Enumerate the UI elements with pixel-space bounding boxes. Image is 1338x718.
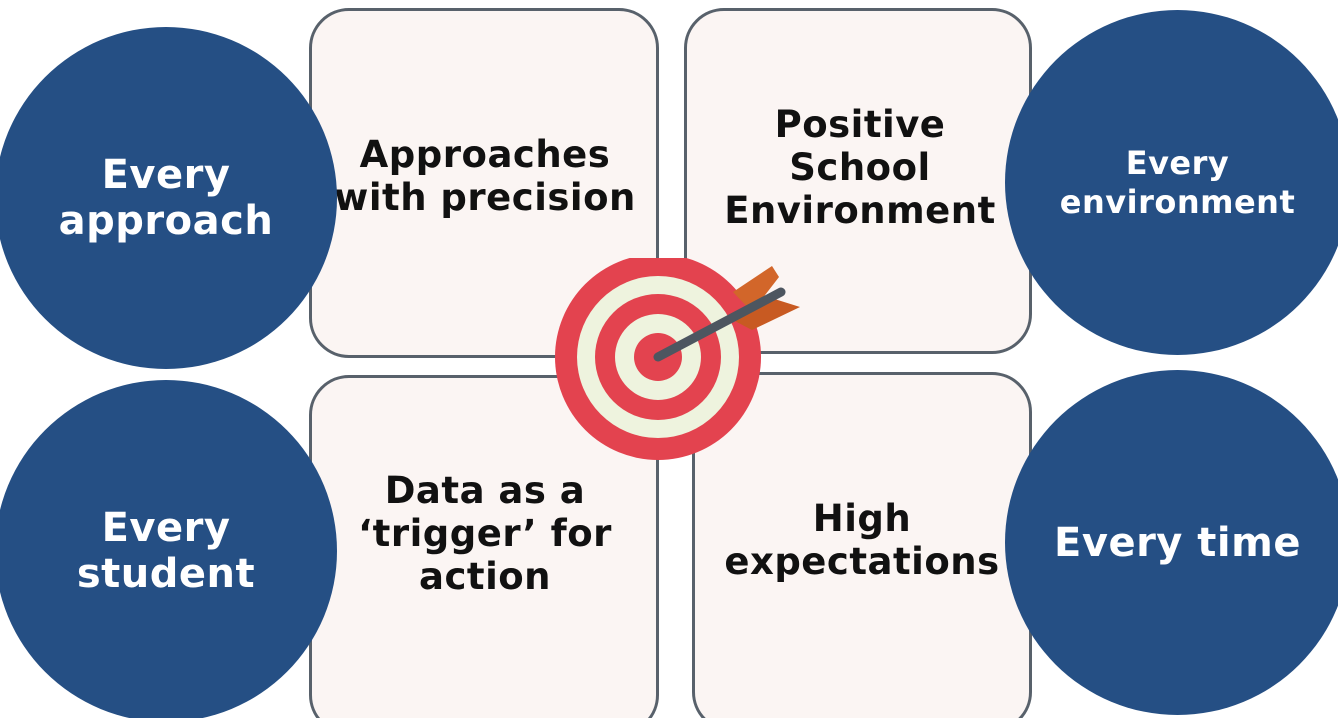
card-bottom-left-text: Data as a ‘trigger’ for action	[358, 469, 612, 598]
circle-every-student: Every student	[0, 380, 337, 718]
arrow-feather-lower	[733, 296, 800, 330]
circle-every-approach: Every approach	[0, 27, 337, 369]
circle-every-environment: Every environment	[1005, 10, 1338, 355]
arrow-shaft	[653, 287, 786, 362]
card-bottom-right-text: High expectations	[724, 497, 1000, 583]
card-top-left-text: Approaches with precision	[334, 133, 636, 219]
circle-every-time: Every time	[1005, 370, 1338, 715]
target-with-arrow-icon	[555, 258, 800, 460]
card-top-right-text: Positive School Environment	[724, 103, 996, 232]
arrow-feather-upper	[733, 266, 779, 312]
card-bottom-right	[692, 372, 1032, 718]
